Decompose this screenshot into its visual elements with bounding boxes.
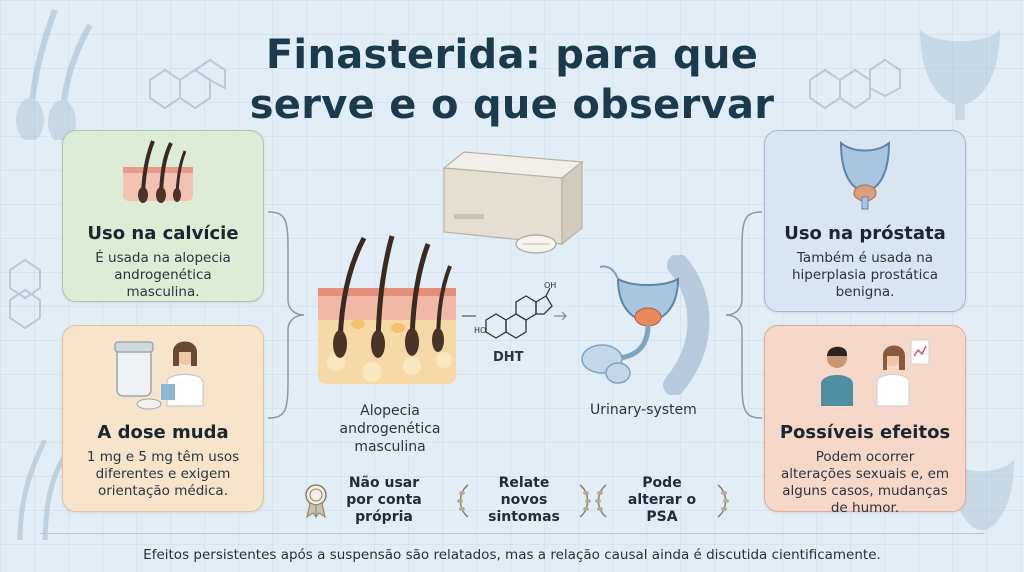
bladder-decor-icon <box>920 30 1000 120</box>
card-prostate-title: Uso na próstata <box>784 223 946 244</box>
card-dose-text: 1 mg e 5 mg têm usos diferentes e exigem… <box>86 449 240 499</box>
note-self-medication: Não usar por conta própria <box>304 475 434 526</box>
award-ribbon-icon <box>305 483 327 518</box>
card-effects: Possíveis efeitos Podem ocorrer alteraçõ… <box>764 325 966 516</box>
dht-label: DHT <box>493 350 524 365</box>
hair-decor-bottom-icon <box>17 440 68 540</box>
right-bracket <box>725 211 762 419</box>
hair-follicle-icon <box>123 140 193 203</box>
card-dose: A dose muda 1 mg e 5 mg têm usos diferen… <box>62 325 264 512</box>
urinary-system-icon <box>581 255 710 395</box>
card-baldness-title: Uso na calvície <box>87 223 239 244</box>
dht-oh-label: OH <box>544 281 557 290</box>
card-prostate-text: Também é usada na hiperplasia prostática… <box>791 250 939 300</box>
molecule-decor-icon <box>149 58 226 110</box>
urinary-label: Urinary-system <box>590 402 697 418</box>
card-baldness: Uso na calvície É usada na alopecia andr… <box>62 130 264 302</box>
bladder-decor-bottom-icon <box>950 460 1014 530</box>
medication-box-icon <box>442 151 584 254</box>
scalp-hair-follicles-icon <box>318 235 456 384</box>
note-report-symptoms-text: Relate novos sintomas <box>488 475 560 525</box>
footer-divider <box>40 533 984 534</box>
card-baldness-text: É usada na alopecia androgenética mascul… <box>95 250 231 300</box>
note-psa-text: Pode alterar o PSA <box>627 475 697 525</box>
patient-doctor-consult-icon <box>821 339 930 407</box>
doctor-with-pills-icon <box>114 341 204 410</box>
card-effects-title: Possíveis efeitos <box>779 422 951 443</box>
page-title: Finasterida: para que serve e o que obse… <box>0 30 1024 130</box>
card-effects-text: Podem ocorrer alterações sexuais e, em a… <box>780 449 950 516</box>
dht-molecule-icon <box>462 287 567 339</box>
laurel-right-icon <box>717 483 729 518</box>
scalp-label: Alopecia androgenética masculina <box>339 403 441 455</box>
left-bracket <box>268 211 305 419</box>
laurel-left-icon <box>595 483 607 518</box>
note-report-symptoms: Relate novos sintomas <box>456 475 592 526</box>
dht-ho-label: HO <box>474 326 487 335</box>
note-psa: Pode alterar o PSA <box>594 475 730 526</box>
laurel-left-icon <box>457 483 469 518</box>
molecule-decor-right-icon <box>809 58 901 110</box>
hair-follicle-decor-icon <box>16 8 93 140</box>
note-self-medication-text: Não usar por conta própria <box>346 475 422 525</box>
footer-note: Efeitos persistentes após a suspensão sã… <box>143 547 881 563</box>
title-line-2: serve e o que observar <box>249 82 775 128</box>
card-dose-title: A dose muda <box>97 422 229 443</box>
card-prostate: Uso na próstata Também é usada na hiperp… <box>764 130 966 312</box>
laurel-right-icon <box>579 483 591 518</box>
title-line-1: Finasterida: para que <box>265 32 759 78</box>
bladder-prostate-icon <box>839 140 891 210</box>
molecule-decor-left-icon <box>9 258 41 330</box>
